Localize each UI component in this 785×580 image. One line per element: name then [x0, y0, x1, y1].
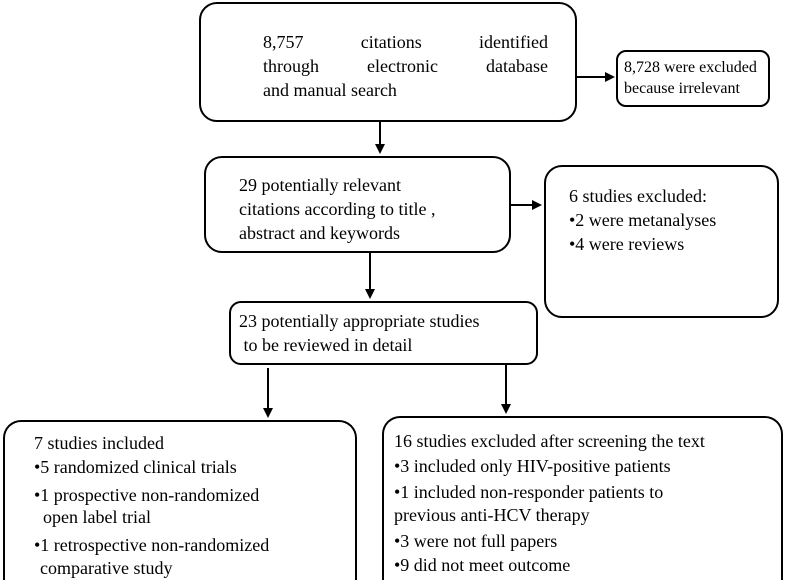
- potentially-appropriate-line-1: 23 potentially appropriate studies: [239, 311, 480, 331]
- potentially-relevant-line-3: abstract and keywords: [239, 223, 400, 243]
- six-excluded-title: 6 studies excluded:: [569, 186, 707, 206]
- excluded-irrelevant-line-2: because irrelevant: [624, 80, 740, 97]
- sixteen-excluded-line-2: •3 included only HIV-positive patients: [394, 456, 671, 476]
- potentially-relevant-box: 29 potentially relevant citations accord…: [204, 156, 511, 253]
- citations-identified-line-1: 8,757 citations identified: [263, 32, 548, 52]
- potentially-relevant-line-1: 29 potentially relevant: [239, 175, 401, 195]
- citations-identified-line-3: and manual search: [263, 80, 397, 100]
- sixteen-excluded-line-4: previous anti-HCV therapy: [394, 505, 590, 525]
- included-studies-box: 7 studies included •5 randomized clinica…: [3, 420, 357, 580]
- sixteen-excluded-line-5: •3 were not full papers: [394, 531, 558, 551]
- six-excluded-item-2: •4 were reviews: [569, 234, 685, 254]
- excluded-irrelevant-line-1: 8,728 were excluded: [624, 59, 757, 76]
- included-line-2: •5 randomized clinical trials: [34, 457, 237, 477]
- included-line-1: 7 studies included: [34, 433, 164, 453]
- included-line-3: •1 prospective non-randomized: [34, 485, 260, 505]
- excluded-irrelevant-box: 8,728 were excluded because irrelevant: [616, 50, 770, 107]
- included-line-6: comparative study: [40, 558, 173, 578]
- sixteen-excluded-line-3: •1 included non-responder patients to: [394, 482, 664, 502]
- included-line-4: open label trial: [34, 507, 151, 527]
- sixteen-excluded-line-1: 16 studies excluded after screening the …: [394, 431, 705, 451]
- potentially-appropriate-box: 23 potentially appropriate studies to be…: [229, 301, 538, 365]
- potentially-appropriate-line-2: to be reviewed in detail: [239, 335, 413, 355]
- citations-identified-line-2: through electronic database: [263, 56, 548, 76]
- sixteen-excluded-line-6: •9 did not meet outcome: [394, 555, 571, 575]
- citations-identified-box: 8,757 citations identified through elect…: [199, 2, 577, 122]
- sixteen-excluded-box: 16 studies excluded after screening the …: [382, 416, 783, 580]
- included-line-5: •1 retrospective non-randomized: [34, 535, 270, 555]
- six-excluded-box: 6 studies excluded: •2 were metanalyses …: [544, 165, 779, 318]
- potentially-relevant-line-2: citations according to title ,: [239, 199, 436, 219]
- six-excluded-item-1: •2 were metanalyses: [569, 210, 717, 230]
